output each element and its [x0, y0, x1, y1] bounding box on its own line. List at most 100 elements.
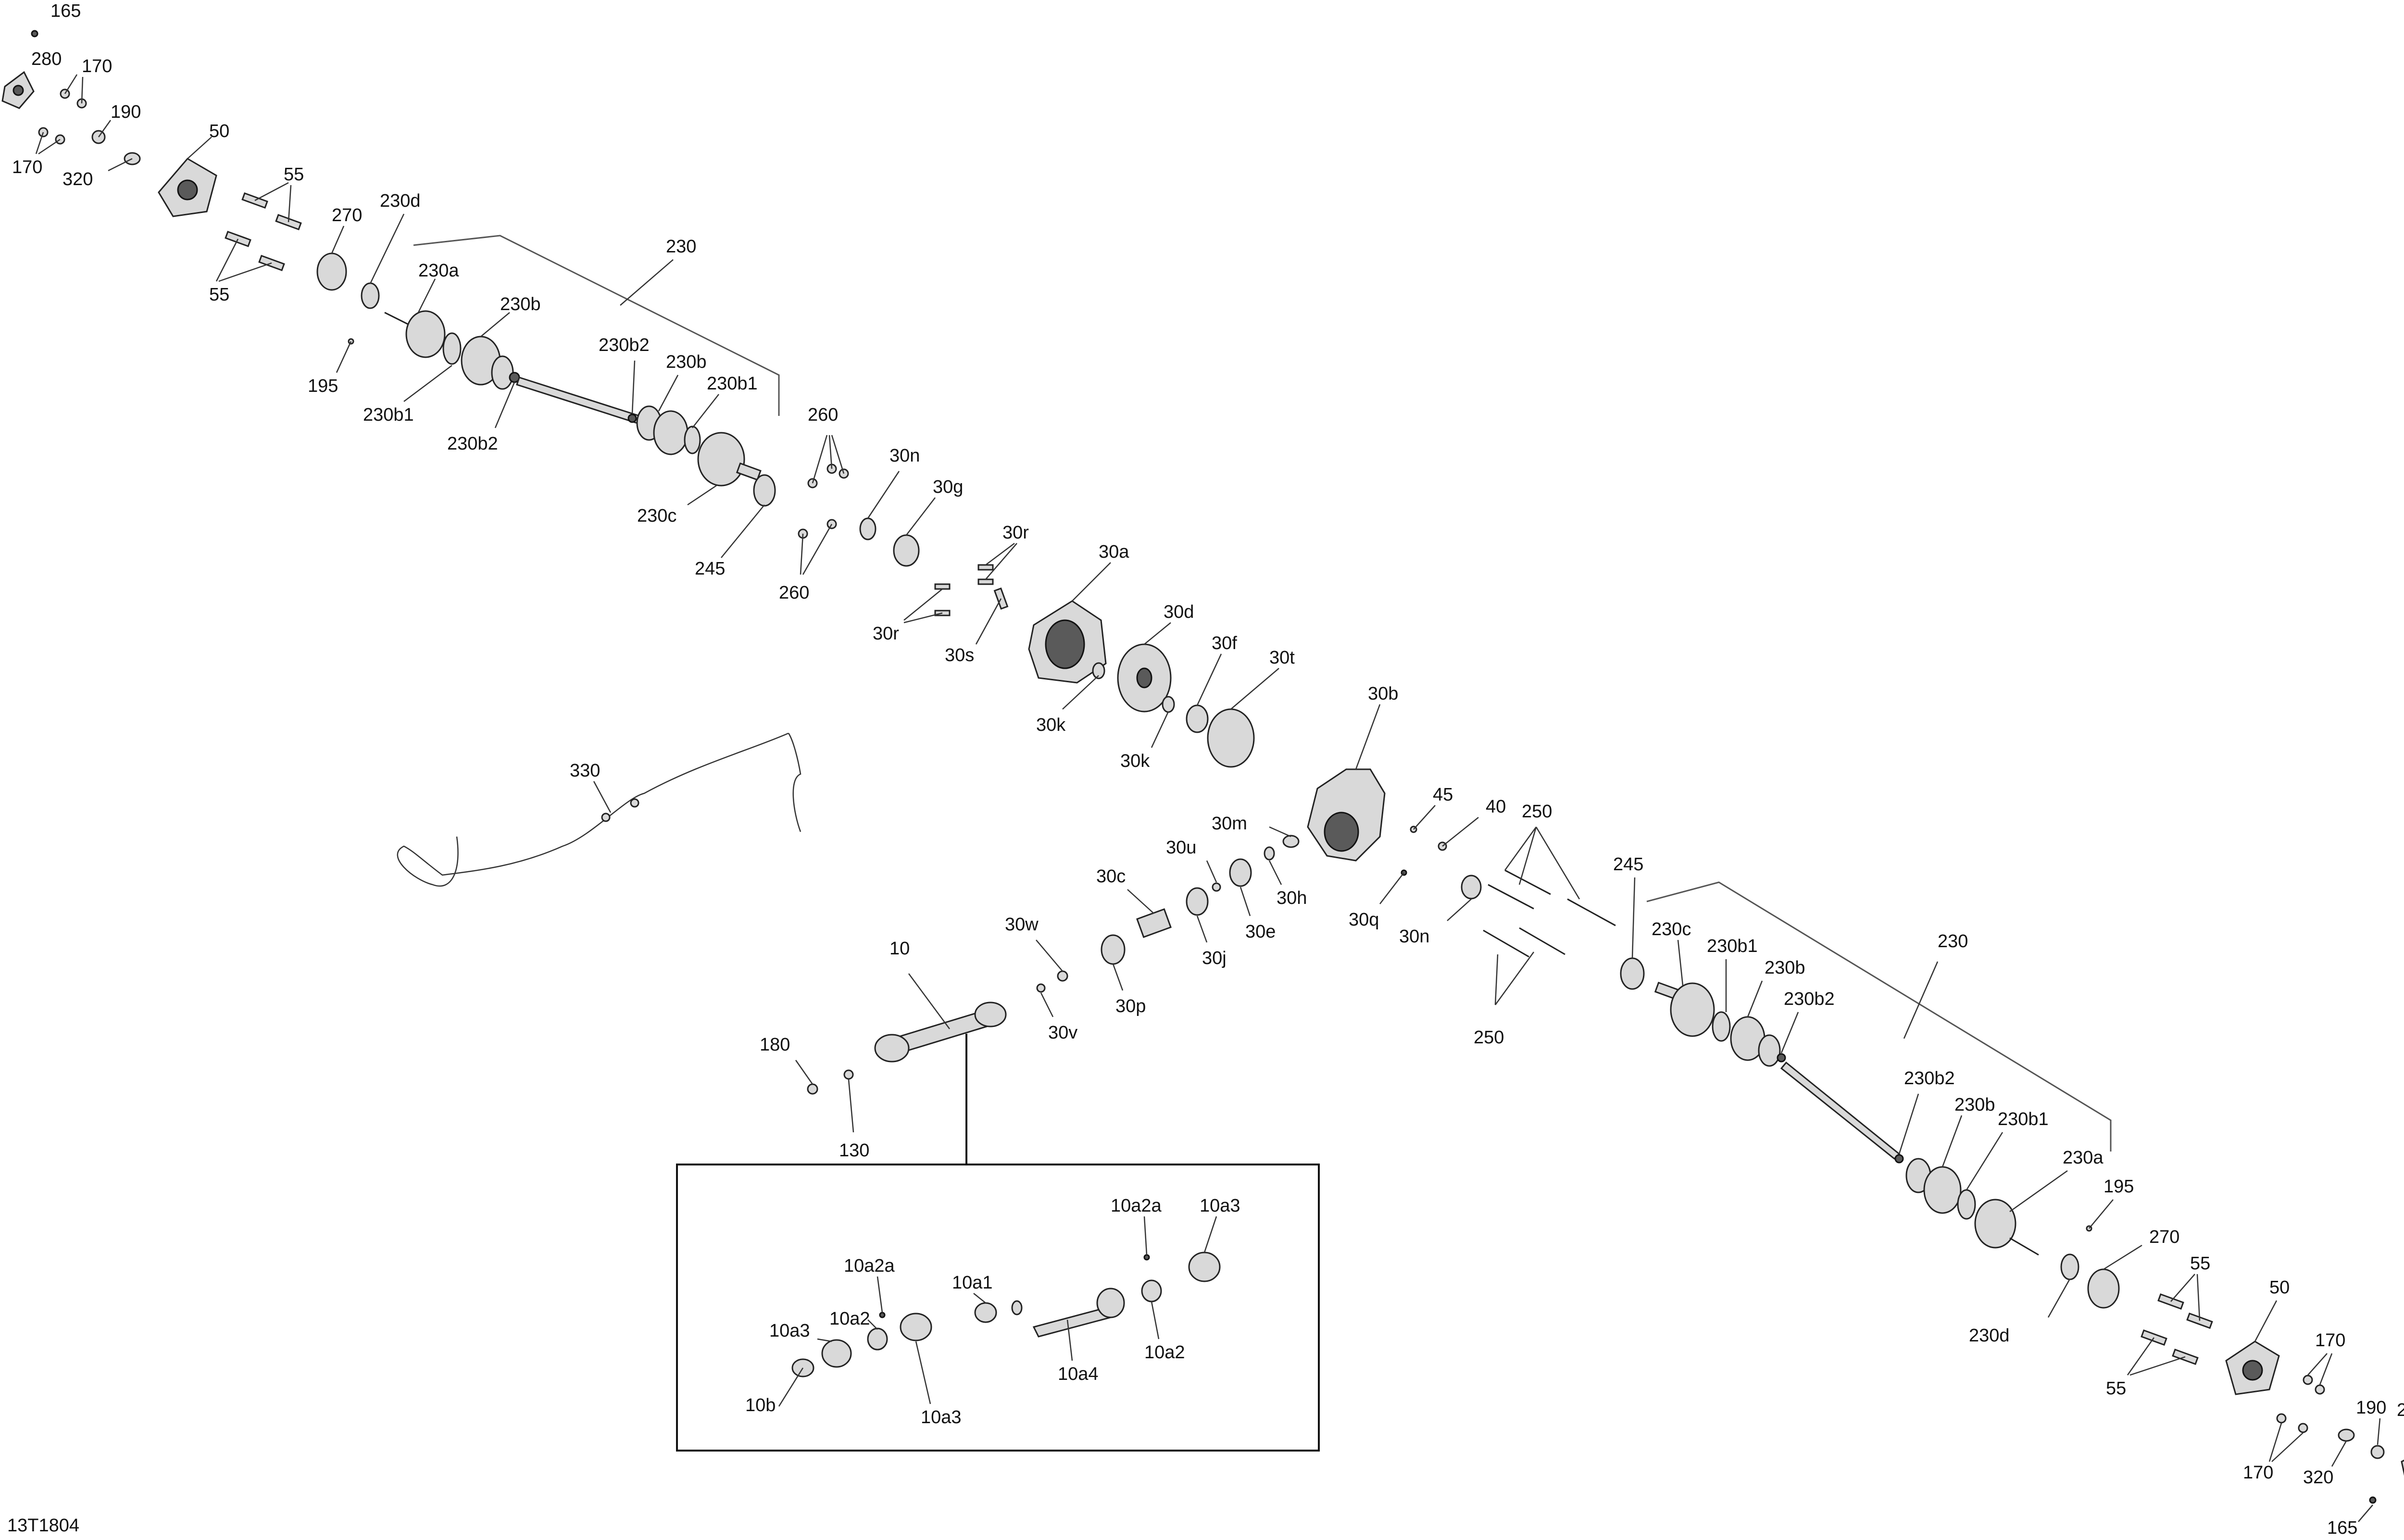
- label-245-upper: 245: [695, 559, 725, 579]
- label-30j: 30j: [1202, 948, 1227, 968]
- label-170-upper-a: 170: [82, 56, 112, 76]
- boot-230b-upper-inner: [636, 405, 689, 455]
- label-30p: 30p: [1115, 996, 1146, 1016]
- label-230b-lower-a: 230b: [1765, 958, 1805, 978]
- label-165-upper: 165: [50, 1, 81, 21]
- ring-230d-upper: [361, 282, 380, 309]
- screw-30r-b: [977, 578, 994, 585]
- label-230-upper: 230: [666, 237, 696, 257]
- label-55-lower-b: 55: [2106, 1378, 2126, 1399]
- stud-250-c: [1567, 898, 1616, 927]
- cross-10a2-right: [1141, 1279, 1162, 1302]
- figure-code: 13T1804: [7, 1515, 79, 1536]
- bracket-230-upper: [413, 235, 780, 416]
- bearing-30e: [1229, 858, 1252, 887]
- label-170-lower-b: 170: [2243, 1463, 2273, 1483]
- clamp-230b2-lower-b: [1894, 1154, 1904, 1164]
- label-30f: 30f: [1212, 633, 1237, 653]
- axle-shaft-lower: [1780, 1061, 1901, 1160]
- label-230d-upper: 230d: [380, 191, 421, 211]
- gearbox-assembly: 260 260 30n 30g 30r 30r 30s 30a 30d 30k …: [779, 405, 1616, 1048]
- label-260-a: 260: [808, 405, 838, 425]
- drive-shaft-10: 10 180 130: [760, 939, 1007, 1164]
- shaft-10a4: [1032, 1307, 1112, 1338]
- washer-320-lower: [2338, 1428, 2355, 1442]
- yoke-10a3-mid: [900, 1313, 932, 1341]
- label-320-lower: 320: [2303, 1467, 2333, 1488]
- label-320-upper: 320: [63, 169, 93, 189]
- boot-230b-lower-b: [1905, 1158, 1962, 1214]
- nut-30w: [1057, 970, 1068, 982]
- label-30s: 30s: [945, 645, 974, 665]
- pinion-30c: [1136, 908, 1172, 938]
- nut-165-lower: [2369, 1496, 2377, 1504]
- label-230-lower: 230: [1938, 931, 1968, 952]
- label-170-upper-b: 170: [12, 157, 42, 177]
- upper-left-shaft-assembly: 165 280 170 190 170 320 50 55 55 270 230…: [1, 1, 780, 579]
- label-330: 330: [570, 761, 600, 781]
- yoke-10a3-right: [1188, 1252, 1221, 1282]
- detail-frame: [676, 1164, 1320, 1452]
- label-30q: 30q: [1349, 910, 1379, 930]
- label-30w: 30w: [1005, 914, 1039, 935]
- ring-230d-lower: [2060, 1253, 2079, 1280]
- label-10a4: 10a4: [1058, 1364, 1099, 1384]
- bolt-130: [843, 1069, 854, 1080]
- clamp-230b1-upper: [684, 426, 701, 454]
- seal-245-lower: [1620, 957, 1645, 990]
- label-230b-lower-b: 230b: [1954, 1095, 1995, 1115]
- bearing-270-upper: [316, 252, 347, 291]
- stud-250-b: [1488, 884, 1534, 910]
- vent-hose-330: 330: [397, 732, 801, 887]
- label-180: 180: [760, 1035, 790, 1055]
- clamp-230b1-lower-b: [1957, 1189, 1976, 1220]
- screw-30r-a: [977, 564, 994, 571]
- stud-250-d: [1483, 929, 1529, 958]
- label-230a-upper: 230a: [418, 261, 459, 281]
- hub-280-lower: [2401, 1459, 2404, 1476]
- nut-170-lower-a: [2303, 1375, 2313, 1385]
- nut-190-lower: [2370, 1445, 2385, 1459]
- label-230b2-upper-a: 230b2: [447, 434, 498, 454]
- label-10: 10: [889, 939, 910, 959]
- label-230b-upper-a: 230b: [500, 294, 541, 314]
- boot-230b-lower-a: [1730, 1016, 1781, 1067]
- clamp-230b1-lower-a: [1712, 1011, 1731, 1042]
- label-10a2a-left: 10a2a: [844, 1256, 895, 1276]
- cv-joint-230a-lower: [1974, 1199, 2039, 1256]
- label-10a1: 10a1: [952, 1273, 993, 1293]
- label-170-lower-a: 170: [2315, 1330, 2345, 1351]
- ring-30m: [1282, 835, 1300, 848]
- label-270-lower: 270: [2149, 1227, 2179, 1247]
- label-250-a: 250: [1522, 801, 1552, 822]
- label-190-upper: 190: [111, 102, 141, 122]
- label-30n-lower: 30n: [1399, 927, 1429, 947]
- label-10a2-right: 10a2: [1144, 1342, 1185, 1363]
- label-30r-b: 30r: [873, 624, 899, 644]
- seal-30n-lower: [1461, 875, 1482, 900]
- label-45: 45: [1433, 785, 1453, 805]
- ring-30k-b: [1162, 696, 1175, 713]
- label-30k-b: 30k: [1120, 751, 1150, 771]
- label-55-upper-b: 55: [209, 285, 229, 305]
- fitting-10a2a-left: [879, 1312, 886, 1318]
- label-230d-lower: 230d: [1969, 1326, 2010, 1346]
- label-10a3-left: 10a3: [769, 1321, 810, 1341]
- gear-30d: [1117, 643, 1172, 713]
- fitting-10a2a-right: [1143, 1254, 1150, 1261]
- lower-right-shaft-assembly: 245 230c 230b1 230b 230b2 230 230b2 230b…: [1613, 854, 2404, 1538]
- bushing-10a1: [974, 1302, 997, 1323]
- label-230b2-lower-a: 230b2: [1784, 989, 1835, 1009]
- label-280-lower: 280: [2397, 1400, 2404, 1420]
- label-230a-lower: 230a: [2063, 1148, 2104, 1168]
- label-10a3-mid: 10a3: [921, 1407, 962, 1427]
- stud-250-a: [1504, 869, 1551, 895]
- nut-170-lower-c: [2276, 1413, 2287, 1424]
- label-10a2a-right: 10a2a: [1111, 1196, 1162, 1216]
- gear-cover-30a: [1028, 600, 1107, 684]
- ring-30k-a: [1092, 662, 1105, 679]
- screw-30r-c: [934, 583, 951, 590]
- bearing-30f: [1186, 704, 1209, 733]
- label-50-lower: 50: [2269, 1277, 2290, 1298]
- label-30u: 30u: [1166, 838, 1196, 858]
